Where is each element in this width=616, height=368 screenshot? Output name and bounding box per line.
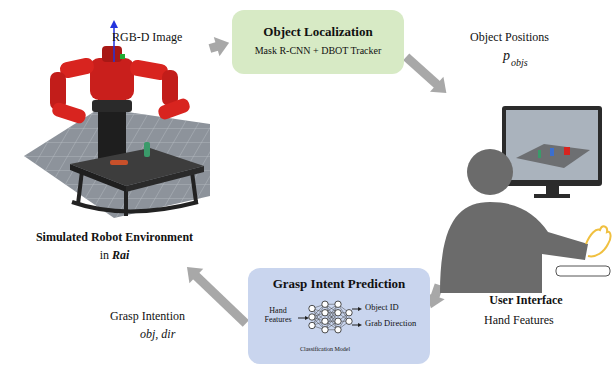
shape [325, 304, 338, 330]
shape [51, 101, 88, 125]
block-arrow [187, 267, 246, 323]
label: Hand Features [256, 306, 300, 324]
arrow-shaft [406, 57, 437, 85]
text-line: User Interface [440, 290, 612, 308]
shape [72, 202, 198, 212]
edge-label: Grasp Intention [110, 309, 185, 323]
node-text: in [100, 248, 109, 262]
shape [309, 301, 352, 333]
shape [534, 194, 570, 198]
text-group: Object LocalizationMask R-CNN + DBOT Tra… [232, 22, 404, 58]
text-line: inRai [22, 245, 207, 263]
shape [564, 147, 570, 155]
text-line: Simulated Robot Environment [22, 227, 207, 245]
shape [120, 54, 125, 59]
shape [358, 323, 362, 327]
shape [309, 305, 315, 311]
edge-label: Hand Features [484, 313, 554, 327]
text-line: Grasp Intent Prediction [248, 274, 430, 292]
label: p [503, 48, 510, 64]
shape [92, 100, 132, 112]
shape [506, 110, 598, 180]
shape [305, 316, 309, 320]
shape [102, 46, 122, 62]
shape [550, 148, 554, 156]
shape [346, 310, 352, 316]
label: obj, dir [140, 328, 175, 342]
robot-illustration [22, 16, 212, 221]
node-text: Rai [112, 248, 129, 262]
shape [110, 160, 128, 165]
shape [322, 310, 328, 316]
shape [157, 97, 192, 121]
arrow-head [187, 267, 203, 283]
shape [322, 327, 328, 333]
shape [346, 318, 352, 324]
shape [352, 309, 359, 310]
label: Grab Direction [365, 319, 416, 329]
arrow-head [214, 37, 229, 56]
user-illustration [440, 98, 612, 293]
node-text: Mask R-CNN + DBOT Tracker [255, 45, 382, 56]
shape [335, 301, 341, 307]
label: Object ID [365, 303, 399, 313]
arrow-shaft [196, 275, 246, 323]
shape [335, 318, 341, 324]
node-text: Object Localization [263, 24, 372, 39]
shape [546, 186, 559, 195]
shape [144, 142, 150, 157]
node-text: Grasp Intent Prediction [273, 276, 406, 291]
shape [467, 149, 513, 195]
node-text: Simulated Robot Environment [36, 230, 193, 244]
text-group: User Interface [440, 290, 612, 308]
shape [162, 70, 178, 106]
label: objs [511, 57, 528, 69]
arrow-head [430, 77, 446, 93]
user-interface: User Interface [440, 95, 612, 310]
shape [322, 301, 328, 307]
shape [298, 318, 306, 319]
shape [70, 148, 204, 186]
shape [538, 150, 541, 158]
shape [440, 202, 588, 293]
shape [335, 327, 341, 333]
arrow-shaft [435, 285, 439, 297]
shape [322, 318, 328, 324]
shape [110, 20, 118, 28]
arrow-shaft [210, 46, 218, 48]
shape [352, 325, 359, 326]
shape [358, 307, 362, 311]
text-line: Object Localization [232, 22, 404, 40]
shape [516, 144, 590, 168]
shape [586, 226, 611, 256]
shape [335, 310, 341, 316]
shape [556, 266, 610, 276]
shape [312, 304, 349, 330]
shape [502, 106, 602, 186]
text-group: Simulated Robot EnvironmentinRai [22, 227, 207, 263]
shape [309, 314, 315, 320]
block-arrow [406, 57, 446, 93]
block-arrow [210, 37, 229, 56]
text-group: Grasp Intent Prediction [248, 274, 430, 292]
label: Classification Model [300, 346, 350, 353]
process-box: Object LocalizationMask R-CNN + DBOT Tra… [232, 10, 404, 74]
node-text: User Interface [489, 293, 562, 307]
text-line: Mask R-CNN + DBOT Tracker [232, 40, 404, 58]
process-box: Grasp Intent Prediction Hand Features Obj… [248, 268, 430, 364]
edge-label: Object Positions [470, 30, 549, 44]
shape [325, 304, 338, 330]
robot-environment: Simulated Robot EnvironmentinRai [22, 20, 207, 265]
edge-label: RGB-D Image [112, 30, 182, 44]
shape [90, 58, 134, 100]
shape [309, 322, 315, 328]
